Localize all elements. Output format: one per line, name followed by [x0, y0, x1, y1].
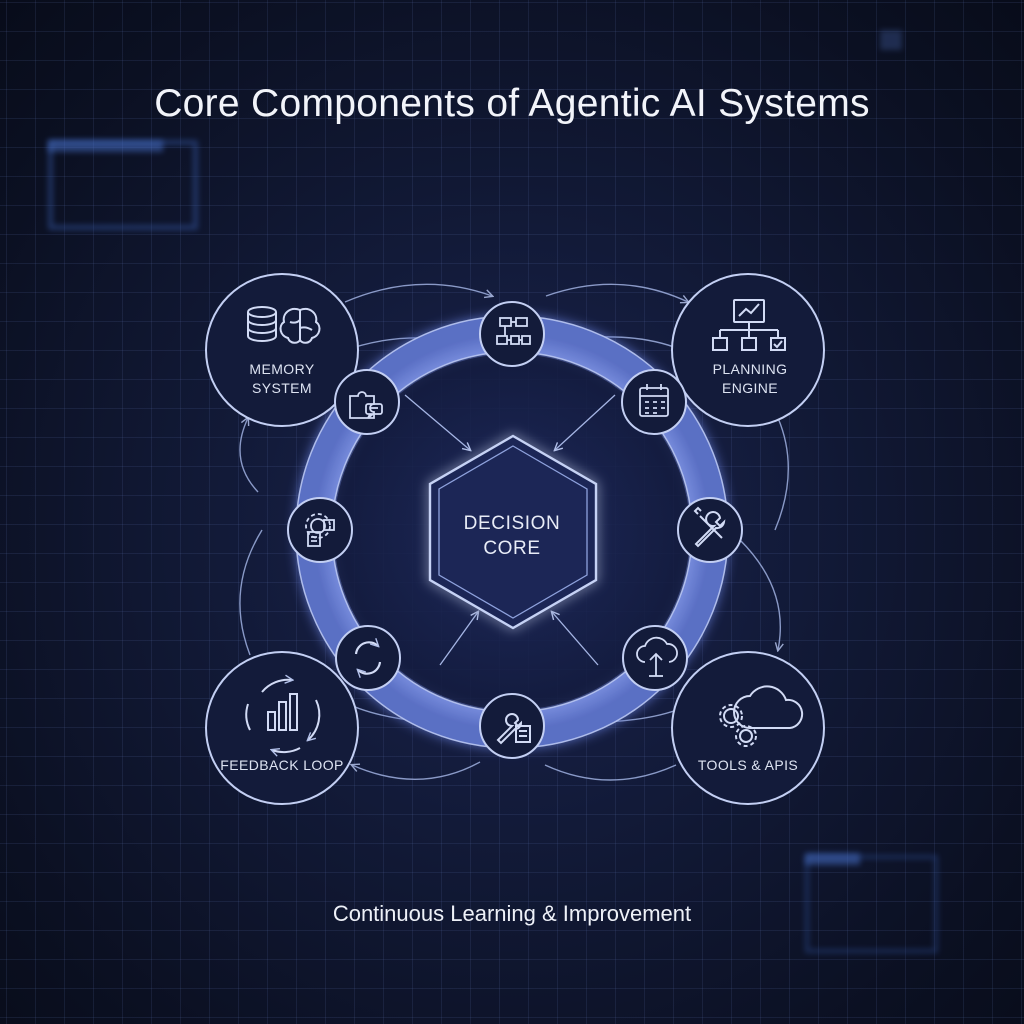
tools-node [671, 651, 825, 805]
decor-square-top-right [880, 30, 902, 50]
feedback-label-line1: FEEDBACK LOOP [220, 757, 344, 773]
tools-apis-label: TOOLS & APIS [678, 756, 818, 775]
footer-caption: Continuous Learning & Improvement [332, 901, 692, 926]
arrow-upper-left [404, 394, 470, 450]
decor-panel-bottom-right [805, 855, 938, 953]
decor-panel-top-left [48, 140, 198, 230]
cloud-upload-icon-node [622, 625, 688, 691]
arc-left-up-to-memory [239, 418, 259, 493]
puzzle-chat-icon-node [334, 369, 400, 435]
wrench-list-icon-node [479, 693, 545, 759]
decor-bar-bottom-right [805, 853, 860, 865]
arc-bottom-to-feedback [352, 761, 481, 780]
database-icon [247, 306, 277, 342]
memory-system-label: MEMORY SYSTEM [222, 360, 342, 398]
bar-chart-cycle-icon [245, 680, 321, 752]
calendar-icon-node [621, 369, 687, 435]
arc-planning-down [774, 417, 789, 531]
brain-icon [279, 308, 321, 344]
memory-label-line1: MEMORY [249, 361, 315, 377]
refresh-icon-node [335, 625, 401, 691]
planning-node [671, 273, 825, 427]
arc-feedback-up [239, 529, 263, 656]
tools-label-line1: TOOLS & APIS [697, 757, 799, 773]
arrow-lower-right [552, 612, 599, 666]
gears-cloud-icon [719, 685, 804, 747]
planning-engine-label: PLANNING ENGINE [690, 360, 810, 398]
feedback-loop-label: FEEDBACK LOOP [212, 756, 352, 775]
wrench-screwdriver-icon-node [677, 497, 743, 563]
arrow-lower-left [439, 612, 478, 666]
decor-bar-top-left [48, 140, 163, 152]
decision-core-label: DECISION CORE [432, 511, 592, 561]
arc-tools-up [739, 539, 780, 650]
chart-hierarchy-icon [712, 299, 786, 351]
arc-tools-to-bottom [544, 764, 677, 781]
arc-workflow-to-planning [545, 283, 688, 302]
feedback-node [205, 651, 359, 805]
decision-core-hexagon [428, 434, 598, 630]
core-arrows [404, 394, 616, 666]
gear-document-icon-node [287, 497, 353, 563]
planning-label-line1: PLANNING [712, 361, 788, 377]
workflow-icon-node [479, 301, 545, 367]
decision-core-line1: DECISION [463, 513, 561, 534]
memory-node [205, 273, 359, 427]
page-title: Core Components of Agentic AI Systems [154, 82, 870, 125]
arc-memory-to-workflow [344, 283, 492, 303]
planning-label-line2: ENGINE [721, 380, 779, 396]
arrow-upper-right [555, 394, 616, 450]
memory-label-line2: SYSTEM [252, 380, 312, 396]
decision-core-line2: CORE [483, 538, 541, 559]
